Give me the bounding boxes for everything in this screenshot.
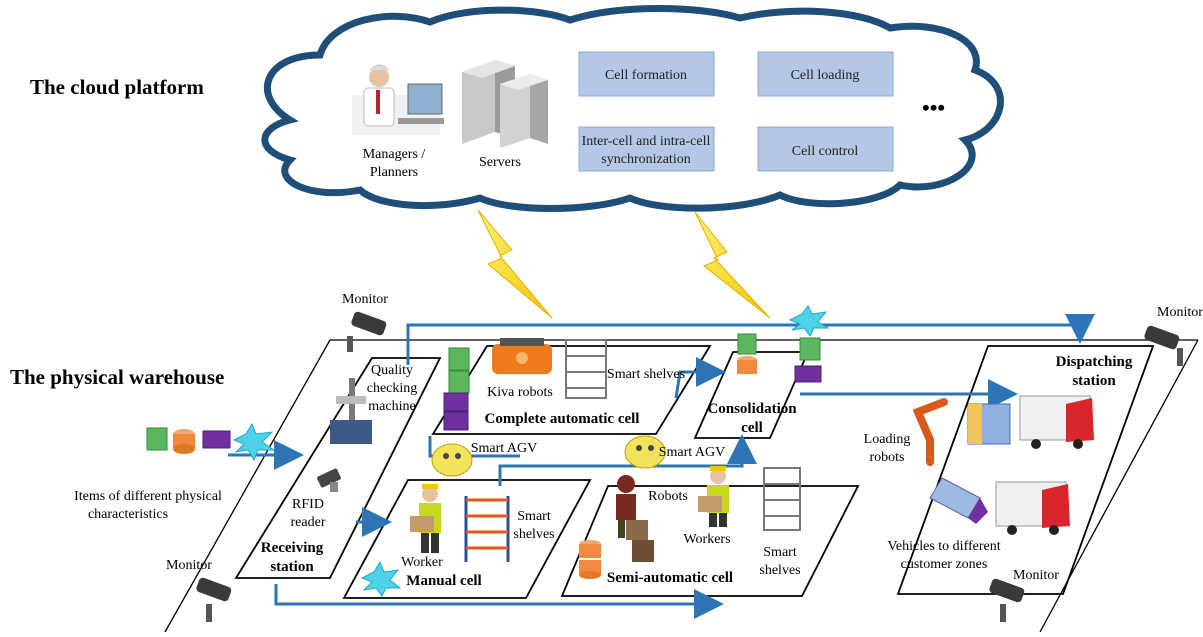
signal-spark-icon <box>232 305 830 597</box>
svg-text:Inter-cell and intra-cell: Inter-cell and intra-cell <box>582 134 711 149</box>
parcels-icon <box>626 520 654 562</box>
kiva-robots-label: Kiva robots <box>487 385 553 400</box>
semi-smart-shelves-icon <box>763 467 801 531</box>
input-items-icon <box>146 427 231 454</box>
cargo-container-icon <box>929 477 988 524</box>
cell-formation-box: Cell formation <box>578 51 715 97</box>
planners-label: Planners <box>370 165 418 180</box>
manual-shelves-icon <box>464 496 510 562</box>
svg-text:Cell formation: Cell formation <box>605 68 687 83</box>
svg-text:synchronization: synchronization <box>601 152 690 167</box>
cell-loading-box: Cell loading <box>757 51 894 97</box>
lightning-bolt-left-icon <box>477 209 553 319</box>
semi-smart-label: Smart <box>763 545 797 560</box>
receiving-label-1: Receiving <box>261 540 324 556</box>
consolidation-label-1: Consolidation <box>707 401 797 417</box>
monitor-camera-icon <box>989 578 1025 622</box>
manual-smart-label: Smart <box>517 509 551 524</box>
truck-icon <box>1019 395 1094 449</box>
smart-agv-icon <box>431 443 473 477</box>
manual-shelves-label: shelves <box>513 527 554 542</box>
manual-cell-outline <box>342 479 592 599</box>
lightning-bolt-right-icon <box>694 211 771 319</box>
complete-automatic-cell-label: Complete automatic cell <box>485 411 640 427</box>
dispatching-station-outline <box>896 345 1155 595</box>
orange-barrels-icon <box>579 540 601 579</box>
stacked-bins-icon <box>443 347 470 431</box>
monitor-label-bottom: Monitor <box>1013 568 1059 583</box>
loading-robot-arm-icon <box>912 398 948 466</box>
quality-label-1: Quality <box>371 363 413 378</box>
loading-label-2: robots <box>870 450 905 465</box>
consolidation-label-2: cell <box>741 420 763 436</box>
manual-cell-label: Manual cell <box>406 573 481 589</box>
rfid-label-1: RFID <box>292 497 324 512</box>
managers-label: Managers / <box>363 147 426 162</box>
smart-shelves-label: Smart shelves <box>607 367 685 382</box>
smart-agv-label-right: Smart AGV <box>659 445 726 460</box>
monitor-label-left: Monitor <box>166 558 212 573</box>
servers-label: Servers <box>479 155 521 170</box>
receiving-station-outline <box>234 357 442 579</box>
rfid-label-2: reader <box>291 515 326 530</box>
monitor-camera-icon <box>347 311 387 352</box>
synchronization-box: Inter-cell and intra-cell synchronizatio… <box>578 126 715 172</box>
quality-label-2: checking <box>367 381 418 396</box>
monitor-camera-icon <box>1144 325 1183 366</box>
receiving-label-2: station <box>270 559 314 575</box>
monitor-label-top: Monitor <box>342 292 388 307</box>
truck-icon <box>995 481 1070 535</box>
more-ellipsis: ••• <box>922 95 945 120</box>
items-label-line2: characteristics <box>88 507 168 522</box>
cargo-pallet-icon <box>967 403 1011 445</box>
physical-warehouse-title: The physical warehouse <box>10 365 224 389</box>
workers-label: Workers <box>683 532 730 547</box>
loading-label-1: Loading <box>864 432 911 447</box>
smart-shelves-icon <box>565 339 607 399</box>
items-label-line1: Items of different physical <box>74 489 222 504</box>
monitor-label-right: Monitor <box>1157 305 1203 320</box>
semi-automatic-cell-outline <box>560 485 860 597</box>
worker-label: Worker <box>401 555 443 570</box>
smart-agv-icon <box>624 435 666 469</box>
semi-automatic-cell-label: Semi-automatic cell <box>607 570 733 586</box>
worker-icon <box>698 466 729 527</box>
semi-shelves-label: shelves <box>759 563 800 578</box>
cloud-platform-title: The cloud platform <box>30 75 204 99</box>
consolidation-items-icon <box>737 333 822 383</box>
quality-label-3: machine <box>368 399 415 414</box>
dispatching-label-1: Dispatching <box>1056 354 1133 370</box>
rfid-reader-icon <box>317 468 341 492</box>
quality-checking-machine-icon <box>330 378 372 444</box>
robots-label: Robots <box>648 489 688 504</box>
consolidation-cell-outline <box>693 351 810 439</box>
monitor-camera-icon <box>196 577 232 622</box>
svg-text:Cell loading: Cell loading <box>791 68 860 83</box>
cloud-platform: Managers / Planners Servers Cell formati… <box>261 5 1004 212</box>
dispatching-label-2: station <box>1072 373 1116 389</box>
svg-text:Cell control: Cell control <box>792 144 859 159</box>
worker-icon <box>410 484 441 553</box>
servers-icon <box>462 60 548 148</box>
vehicles-label-2: customer zones <box>901 557 988 572</box>
kiva-robot-icon <box>492 338 552 374</box>
cell-control-box: Cell control <box>757 126 894 172</box>
manager-at-desk-icon <box>352 64 444 135</box>
vehicles-label-1: Vehicles to different <box>887 539 1000 554</box>
material-flow-arrows <box>228 314 1095 619</box>
smart-agv-label-left: Smart AGV <box>471 441 538 456</box>
